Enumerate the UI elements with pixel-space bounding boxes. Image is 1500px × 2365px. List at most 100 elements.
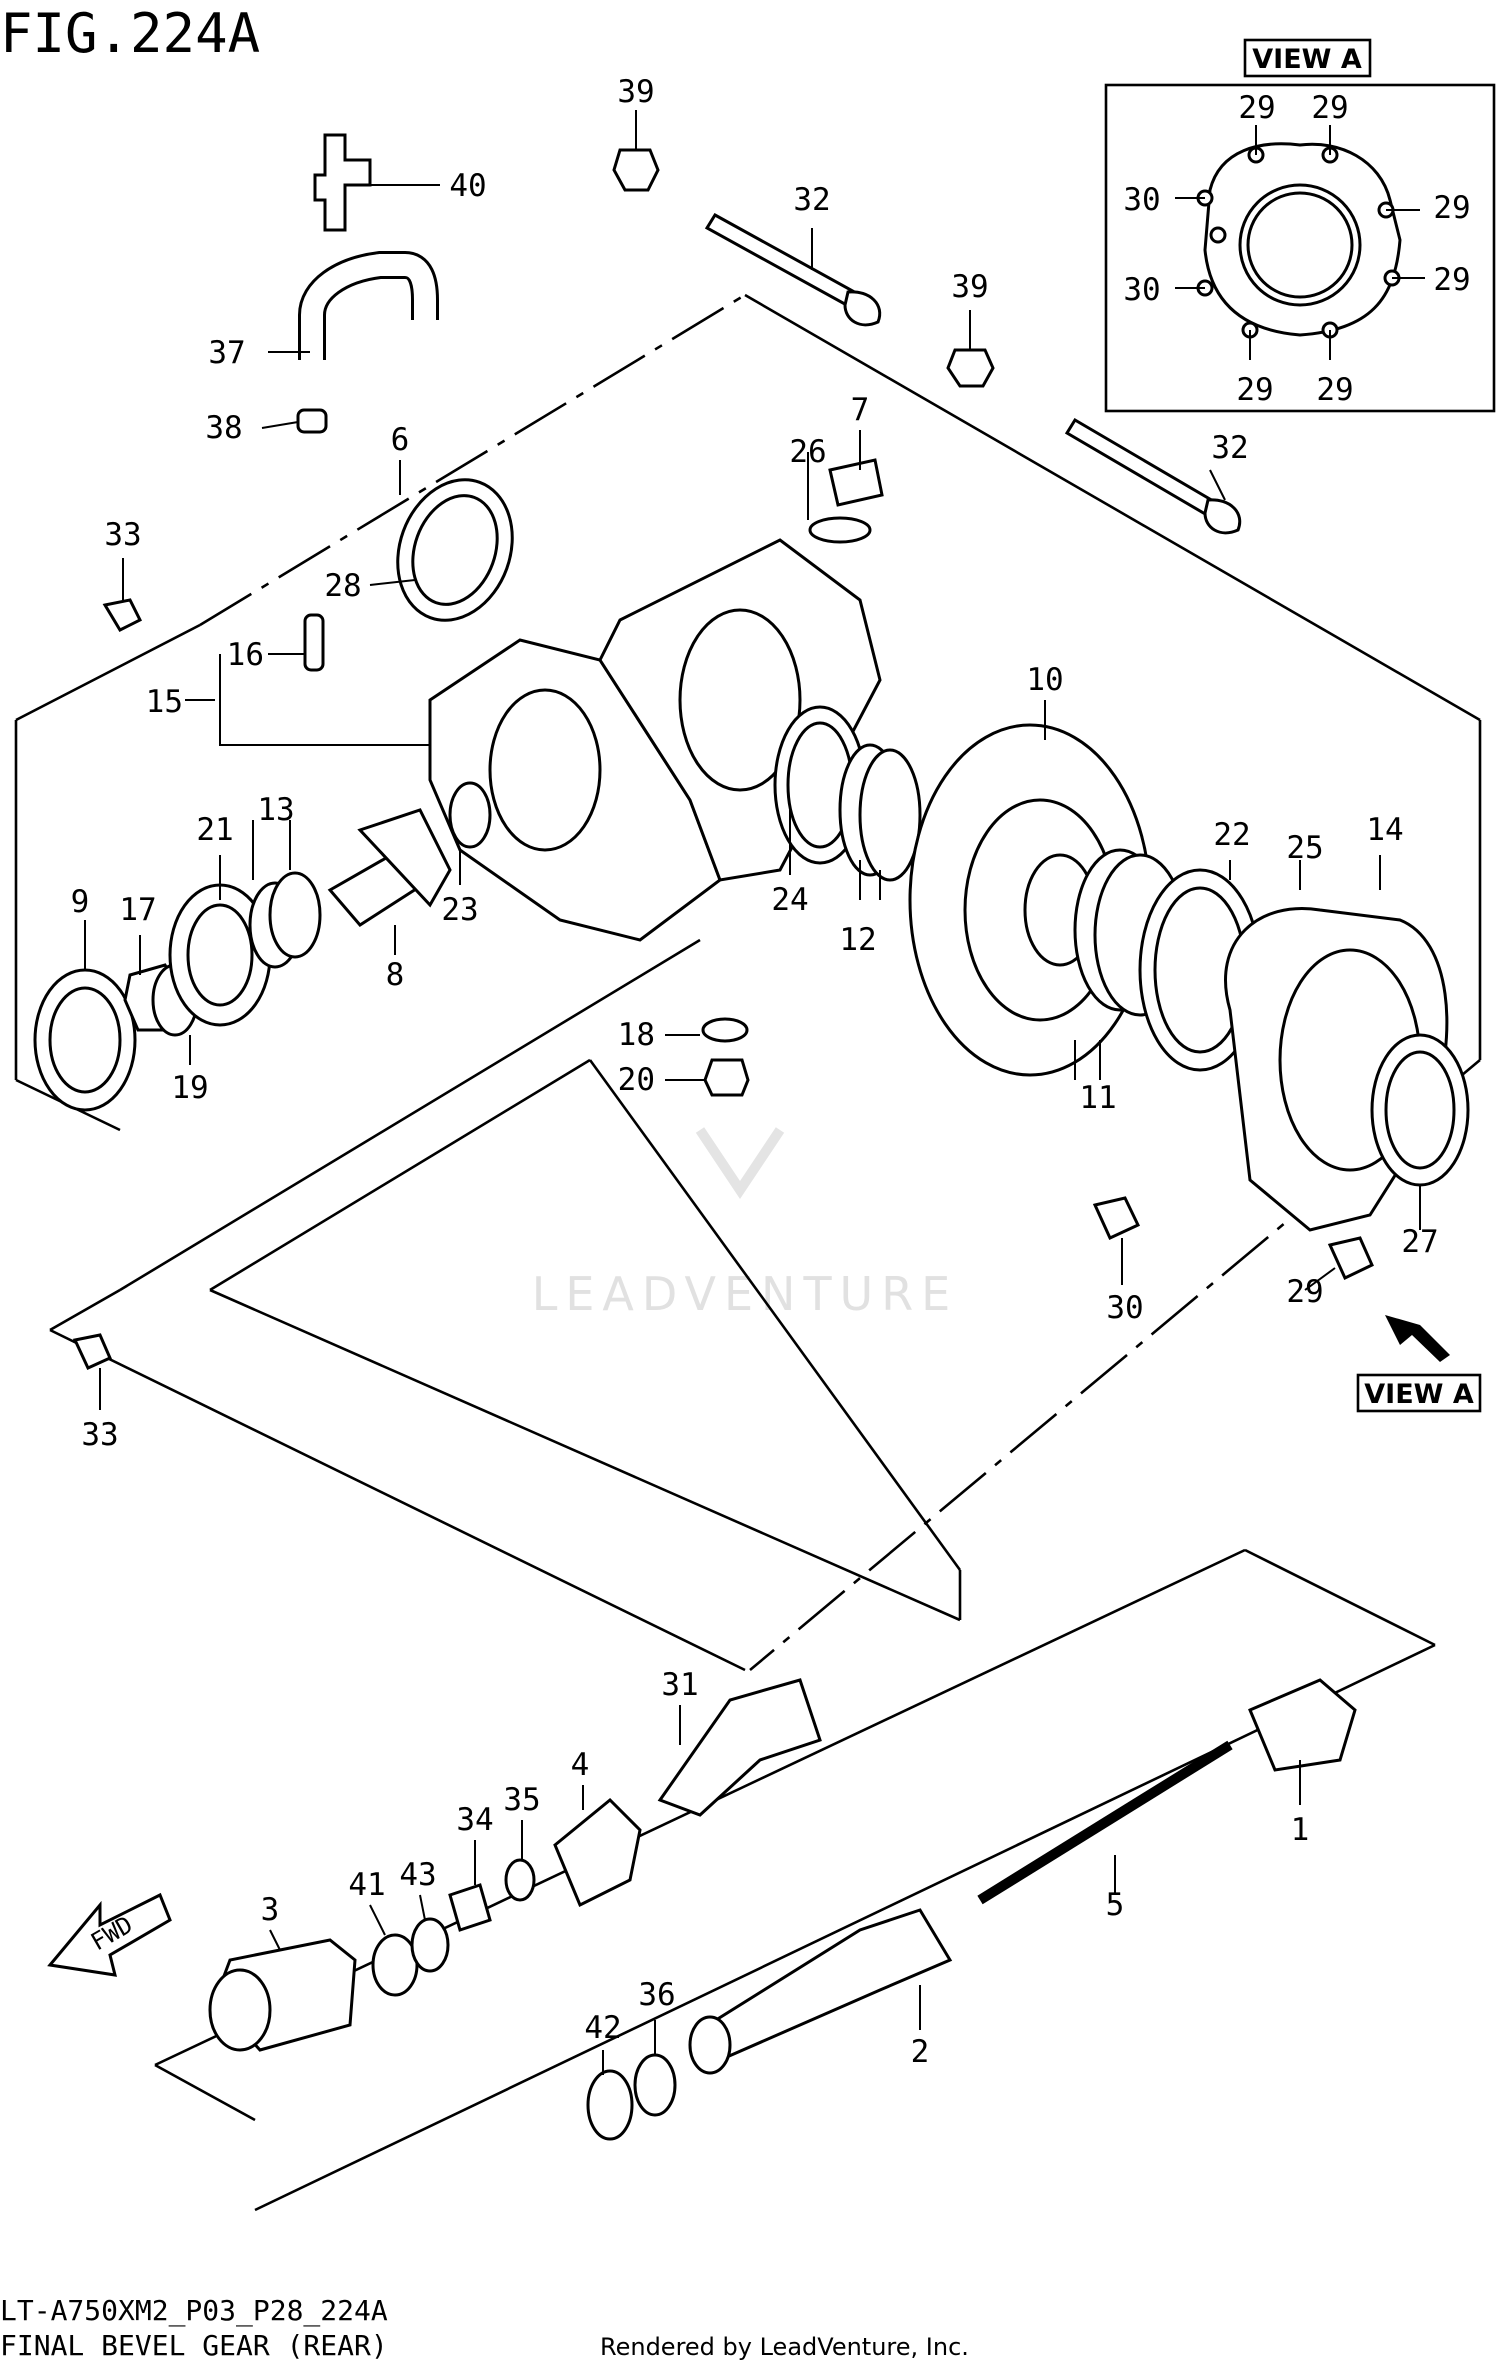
- part-33-bolt-upper: [102, 598, 143, 632]
- callout-38: 38: [205, 410, 242, 446]
- part-3-coupling-end: [208, 1968, 272, 2052]
- view-a-label-29-tl: 29: [1238, 90, 1275, 126]
- part-18-gasket: [701, 1017, 749, 1043]
- callout-32-lower: 32: [1211, 430, 1248, 466]
- callout-10: 10: [1026, 662, 1063, 698]
- callout-35: 35: [503, 1782, 540, 1818]
- callout-27: 27: [1401, 1224, 1438, 1260]
- callout-7: 7: [851, 392, 870, 428]
- part-29-bolt: [1327, 1236, 1374, 1281]
- view-a-label-29-right-lower: 29: [1433, 262, 1470, 298]
- view-a-callout-box: [1356, 1373, 1482, 1413]
- leadventure-watermark: LEADVENTURE: [532, 1127, 959, 1321]
- callout-30: 30: [1106, 1290, 1143, 1326]
- callout-39-top: 39: [617, 74, 654, 110]
- callout-28: 28: [324, 568, 361, 604]
- part-35-washer: [504, 1858, 536, 1902]
- callout-14: 14: [1366, 812, 1403, 848]
- part-41-o-ring: [371, 1933, 419, 1997]
- callout-42: 42: [584, 2010, 621, 2046]
- callout-8: 8: [386, 957, 405, 993]
- part-5-spring: [977, 1740, 1233, 1905]
- callout-31: 31: [661, 1667, 698, 1703]
- callout-17: 17: [119, 892, 156, 928]
- callout-22: 22: [1213, 817, 1250, 853]
- callout-1: 1: [1291, 1812, 1310, 1848]
- part-42-circlip: [586, 2069, 634, 2141]
- shaft-frame: [154, 1548, 1436, 2212]
- callout-labels: 39 32 40 37 38 39 7 26 32 6 33 28 16 15 …: [71, 74, 1439, 2070]
- part-15-case-bore: [488, 688, 602, 852]
- view-a-label-30-upper: 30: [1123, 182, 1160, 218]
- callout-33-upper: 33: [104, 517, 141, 553]
- part-31-shaft: [657, 1678, 822, 1817]
- figure-name: FINAL BEVEL GEAR (REAR): [0, 2329, 388, 2362]
- watermark-text: LEADVENTURE: [532, 1267, 959, 1321]
- part-36-o-ring: [633, 2053, 677, 2117]
- view-a-label-29-br: 29: [1316, 372, 1353, 408]
- callout-13: 13: [257, 792, 294, 828]
- part-32-bolt-lower: [1064, 417, 1223, 521]
- callout-25: 25: [1286, 830, 1323, 866]
- part-43-circlip: [410, 1917, 450, 1973]
- part-32-bolt-head-lower: [1203, 498, 1242, 535]
- part-34-nut: [448, 1883, 492, 1932]
- part-7-filler-plug: [828, 458, 884, 507]
- callout-20: 20: [618, 1062, 655, 1098]
- part-32-bolt-head-upper: [843, 290, 882, 327]
- cover-bolt-holes: [1196, 146, 1401, 339]
- part-32-bolt-upper: [704, 212, 863, 311]
- render-credit: Rendered by LeadVenture, Inc.: [600, 2333, 969, 2361]
- callout-9: 9: [71, 884, 90, 920]
- fwd-arrow-icon: [47, 1892, 172, 1977]
- view-a-inset: VIEW A 29 29 30 29 30 29 29 29: [1104, 38, 1496, 413]
- view-a-label-29-bl: 29: [1236, 372, 1273, 408]
- view-a-label-29-tr: 29: [1311, 90, 1348, 126]
- callout-41: 41: [348, 1867, 385, 1903]
- part-23-bearing: [448, 781, 492, 849]
- callout-4: 4: [571, 1747, 590, 1783]
- figure-code: LT-A750XM2_P03_P28_224A: [0, 2294, 388, 2328]
- leader-lines: [84, 110, 1421, 2075]
- callout-11: 11: [1079, 1080, 1116, 1116]
- part-15-cover-bore: [678, 608, 802, 792]
- view-a-callout-text: VIEW A: [1364, 1379, 1474, 1410]
- callout-16: 16: [227, 637, 264, 673]
- callout-6: 6: [391, 422, 410, 458]
- callout-34: 34: [456, 1802, 493, 1838]
- part-39-nut-lower: [946, 348, 995, 388]
- view-a-label-30-lower: 30: [1123, 272, 1160, 308]
- parts: [33, 133, 1470, 2141]
- part-33-bolt-lower: [72, 1333, 112, 1370]
- assembly-frame: [14, 293, 1482, 1672]
- view-a-frame: [1104, 83, 1496, 413]
- callout-39-lower: 39: [951, 269, 988, 305]
- callout-36: 36: [638, 1977, 675, 2013]
- callout-43: 43: [399, 1857, 436, 1893]
- view-a-arrow-icon: [1385, 1315, 1450, 1362]
- callout-18: 18: [618, 1017, 655, 1053]
- part-1-damper: [1248, 1678, 1357, 1772]
- callout-26: 26: [789, 434, 826, 470]
- part-30-bolt: [1092, 1196, 1141, 1240]
- part-16-nipple: [303, 613, 325, 672]
- part-20-drain-plug: [703, 1058, 750, 1097]
- callout-2: 2: [911, 2034, 930, 2070]
- callout-21: 21: [196, 812, 233, 848]
- view-a-title: VIEW A: [1252, 44, 1362, 75]
- view-a-label-29-right-upper: 29: [1433, 190, 1470, 226]
- callout-15: 15: [146, 684, 183, 720]
- part-26-o-ring: [808, 516, 872, 544]
- callout-5: 5: [1106, 1887, 1125, 1923]
- callout-40: 40: [449, 168, 486, 204]
- callout-29: 29: [1286, 1274, 1323, 1310]
- figure-title: FIG.224A: [0, 2, 260, 65]
- part-39-nut-upper: [612, 148, 660, 192]
- part-38-clip: [296, 408, 328, 434]
- callout-32-upper: 32: [793, 182, 830, 218]
- callout-37: 37: [208, 335, 245, 371]
- callout-19: 19: [171, 1070, 208, 1106]
- part-40-clamp: [313, 133, 372, 232]
- callout-33-lower: 33: [81, 1417, 118, 1453]
